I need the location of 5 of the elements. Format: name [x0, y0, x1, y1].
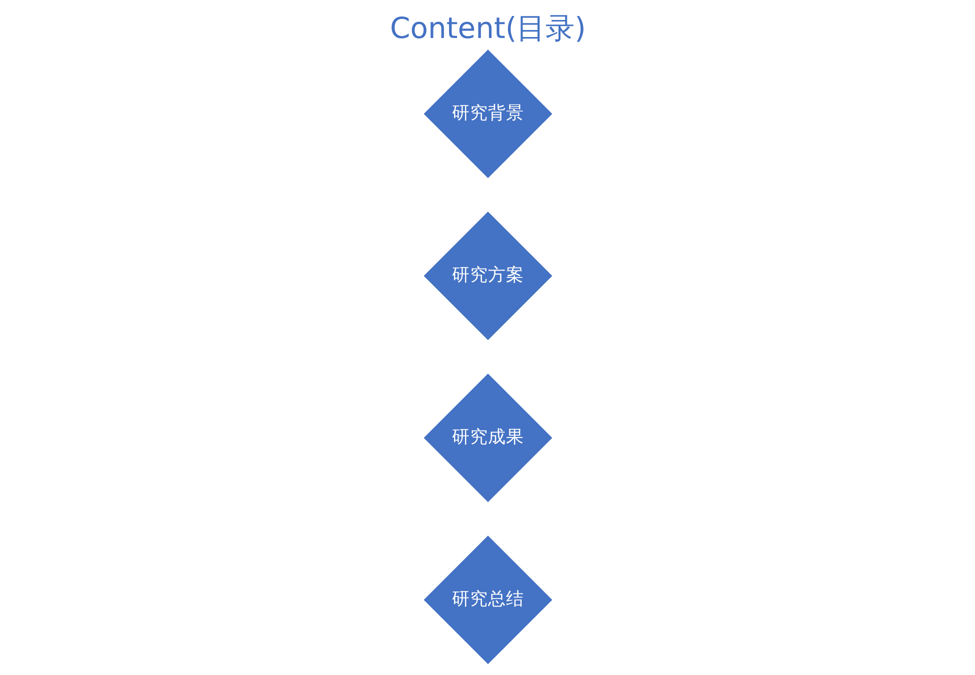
node-diamond: 研究成果: [423, 374, 552, 502]
node-diamond: 研究背景: [423, 50, 552, 178]
node-diamond: 研究方案: [423, 212, 552, 340]
diagram-title: Content(目录): [390, 10, 586, 45]
node-diamond: 研究总结: [423, 536, 552, 664]
